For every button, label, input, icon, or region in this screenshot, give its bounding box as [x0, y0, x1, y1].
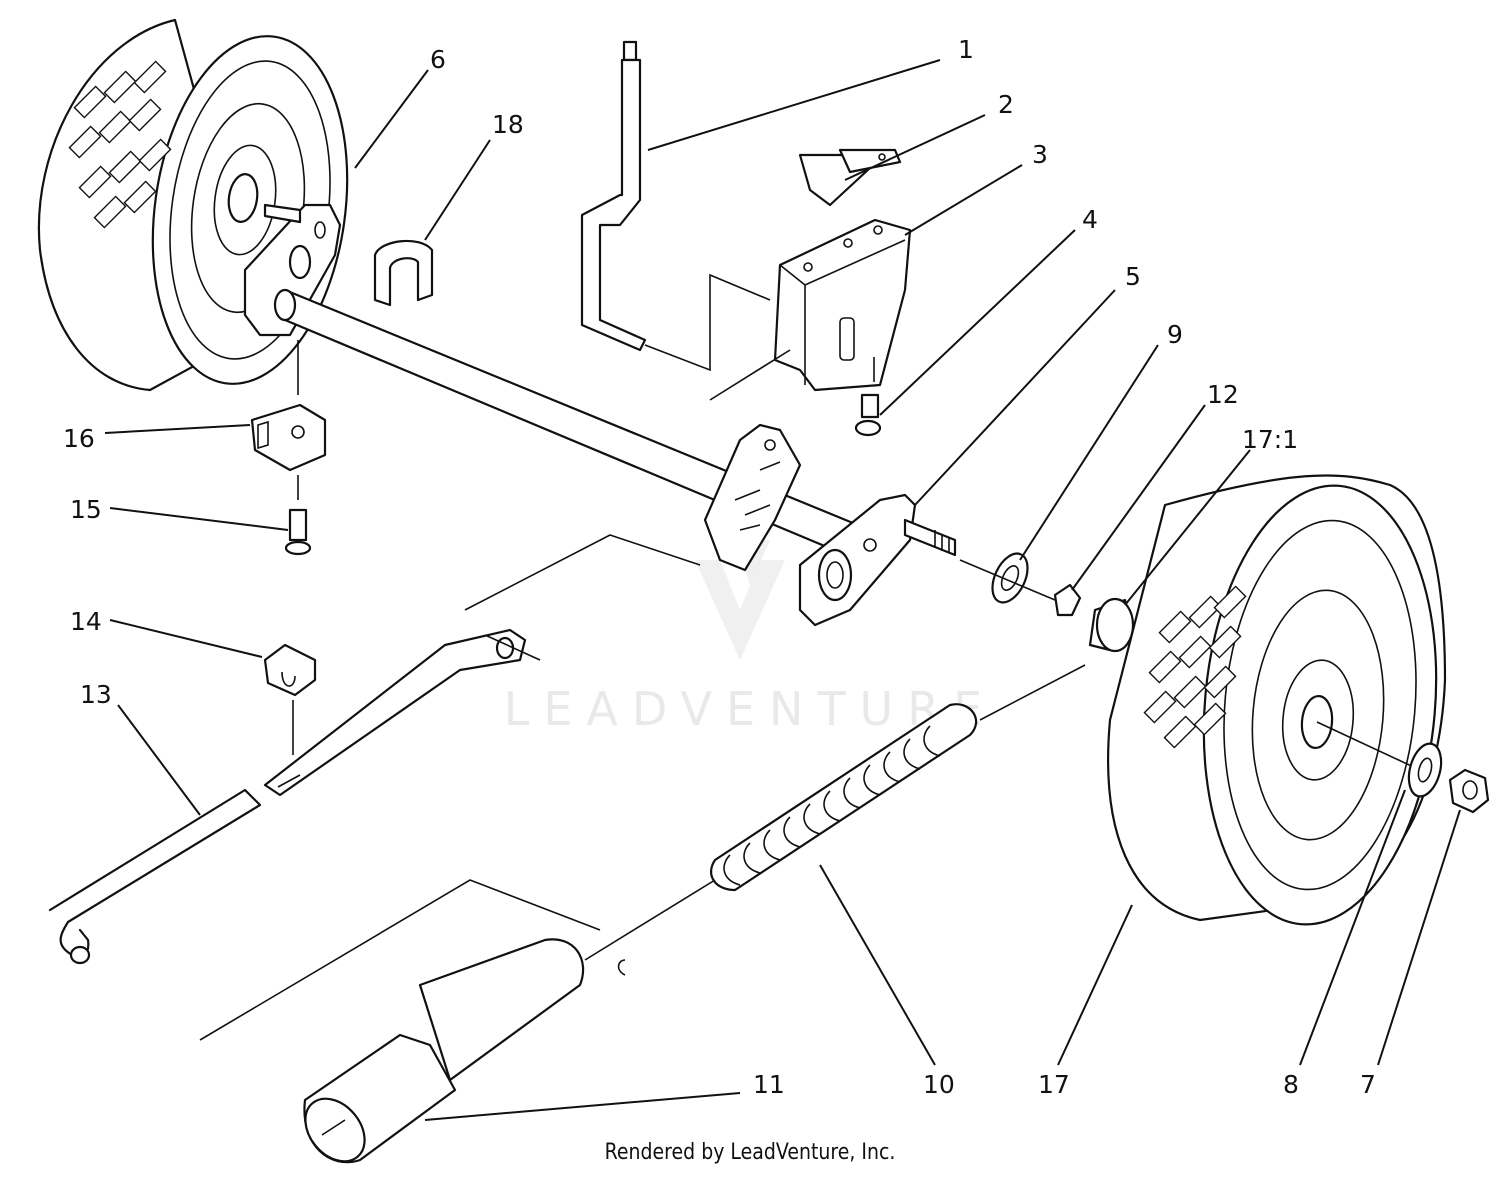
callout-15[interactable]: 15 [70, 495, 102, 524]
clip-18[interactable] [373, 239, 434, 307]
handle-grip-11[interactable] [199, 879, 601, 1173]
screw-15[interactable] [284, 475, 312, 556]
callout-9[interactable]: 9 [1167, 320, 1183, 349]
bearing-17-1[interactable] [1088, 597, 1135, 653]
left-axle-bracket[interactable] [243, 203, 342, 337]
left-wheel[interactable] [37, 18, 369, 397]
spring-10[interactable] [584, 664, 1086, 976]
height-clip[interactable] [798, 148, 902, 207]
leadventure-watermark: LEADVENTURE [504, 540, 997, 736]
callout-11[interactable]: 11 [753, 1070, 785, 1099]
cap-14[interactable] [263, 643, 317, 755]
callout-16[interactable]: 16 [63, 424, 95, 453]
right-axle-bracket[interactable] [798, 493, 957, 627]
callout-2[interactable]: 2 [998, 90, 1014, 119]
clip-12[interactable] [959, 559, 1082, 617]
callout-7[interactable]: 7 [1360, 1070, 1376, 1099]
right-wheel[interactable] [1107, 474, 1454, 934]
handle-rod[interactable] [580, 40, 771, 372]
callout-3[interactable]: 3 [1032, 140, 1048, 169]
screw-4[interactable] [854, 357, 882, 437]
height-adjuster-plate[interactable] [703, 423, 802, 572]
rendered-by-footer: Rendered by LeadVenture, Inc. [604, 1140, 896, 1165]
callout-8[interactable]: 8 [1283, 1070, 1299, 1099]
nut-7[interactable] [1448, 768, 1490, 814]
callout-4[interactable]: 4 [1082, 205, 1098, 234]
handle-bracket[interactable] [709, 218, 912, 401]
callout-17[interactable]: 17 [1038, 1070, 1070, 1099]
leader-lines [104, 59, 1461, 1121]
callout-14[interactable]: 14 [70, 607, 102, 636]
callout-12[interactable]: 12 [1207, 380, 1239, 409]
lower-rod[interactable] [48, 534, 701, 965]
watermark-text: LEADVENTURE [504, 682, 997, 736]
spacer-16[interactable] [250, 340, 327, 472]
left-tire-tread [68, 60, 172, 229]
callout-18[interactable]: 18 [492, 110, 524, 139]
callout-13[interactable]: 13 [80, 680, 112, 709]
callout-5[interactable]: 5 [1125, 262, 1141, 291]
right-tire-tread [1143, 585, 1247, 749]
callout-17-1[interactable]: 17:1 [1242, 425, 1298, 454]
callout-labels: 1 2 3 4 5 6 7 8 9 10 11 12 13 14 15 16 1… [63, 35, 1376, 1099]
washer-9[interactable] [985, 548, 1034, 608]
callout-6[interactable]: 6 [430, 45, 446, 74]
callout-10[interactable]: 10 [923, 1070, 955, 1099]
washer-8[interactable] [1404, 740, 1447, 800]
callout-1[interactable]: 1 [958, 35, 974, 64]
